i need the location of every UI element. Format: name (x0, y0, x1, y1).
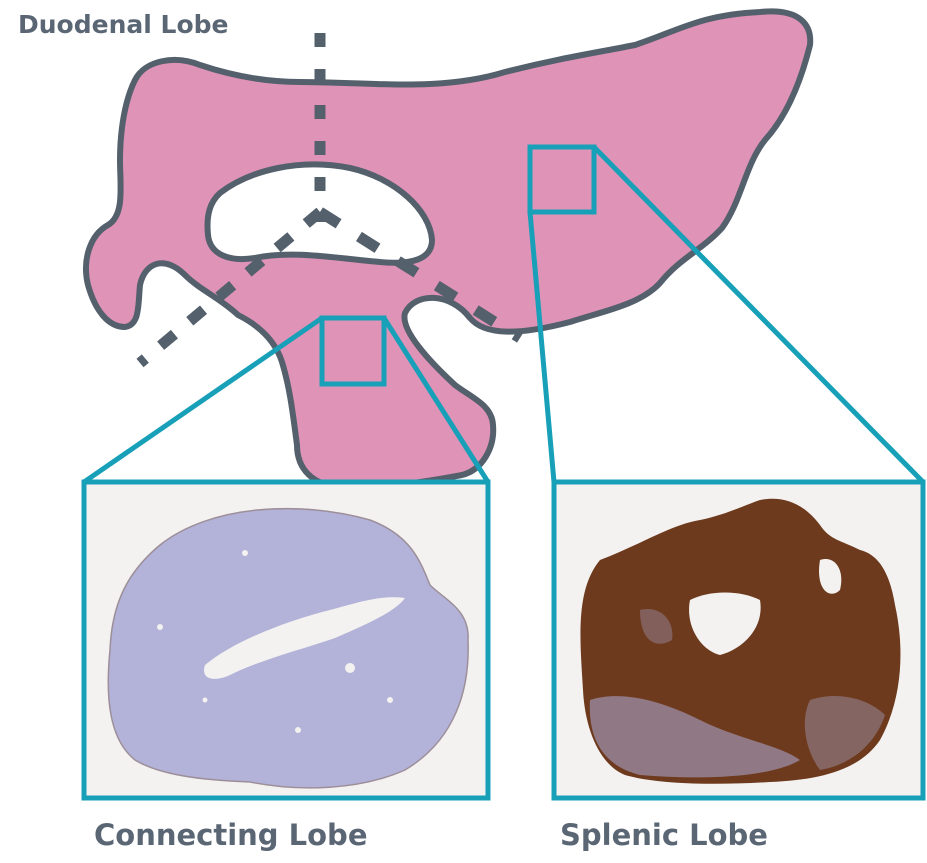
splenic-lobe-panel (554, 482, 923, 798)
connecting-lobe-label: Connecting Lobe (94, 818, 368, 852)
connecting-lobe-panel (84, 482, 488, 798)
splenic-lobe-label: Splenic Lobe (560, 818, 768, 852)
duodenal-lobe-label: Duodenal Lobe (18, 10, 228, 39)
